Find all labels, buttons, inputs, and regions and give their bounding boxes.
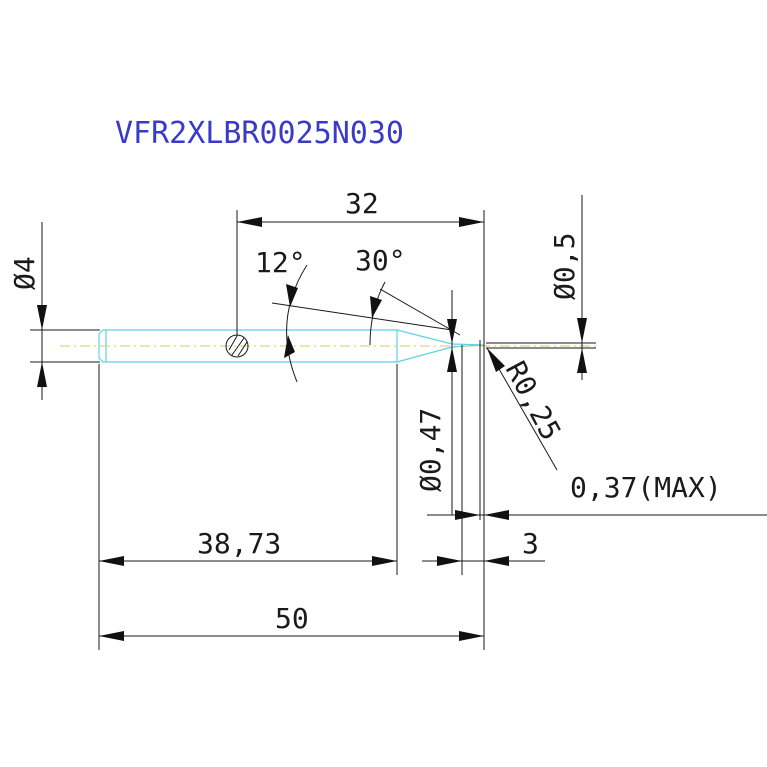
angle-30-label: 30°	[355, 244, 406, 277]
length-32-dimension: 32	[236, 187, 485, 650]
tip-diameter-label: Ø0,5	[548, 233, 581, 300]
angle-30-dimension: 30°	[355, 244, 461, 346]
shank-diameter-dimension: Ø4	[8, 222, 100, 400]
max-length-label: 0,37(MAX)	[570, 471, 722, 504]
neck-diameter-dimension: Ø0,47	[414, 290, 463, 575]
overall-length-dimension: 50	[99, 602, 484, 641]
length-32-label: 32	[345, 187, 379, 220]
overall-length-label: 50	[275, 602, 309, 635]
neck-diameter-label: Ø0,47	[414, 408, 447, 492]
radius-dimension: R0,25	[486, 347, 568, 471]
angle-12-dimension: 12°	[255, 246, 453, 383]
shank-diameter-label: Ø4	[8, 256, 41, 290]
radius-label: R0,25	[499, 356, 568, 446]
neck-length-dimension: 3	[422, 527, 545, 566]
part-number-title: VFR2XLBR0025N030	[115, 116, 404, 151]
neck-length-label: 3	[522, 527, 539, 560]
tip-diameter-dimension: Ø0,5	[486, 195, 596, 380]
max-length-dimension: 0,37(MAX)	[427, 340, 767, 520]
angle-12-label: 12°	[255, 246, 306, 279]
body-length-label: 38,73	[197, 527, 281, 560]
body-length-dimension: 38,73	[98, 364, 398, 650]
